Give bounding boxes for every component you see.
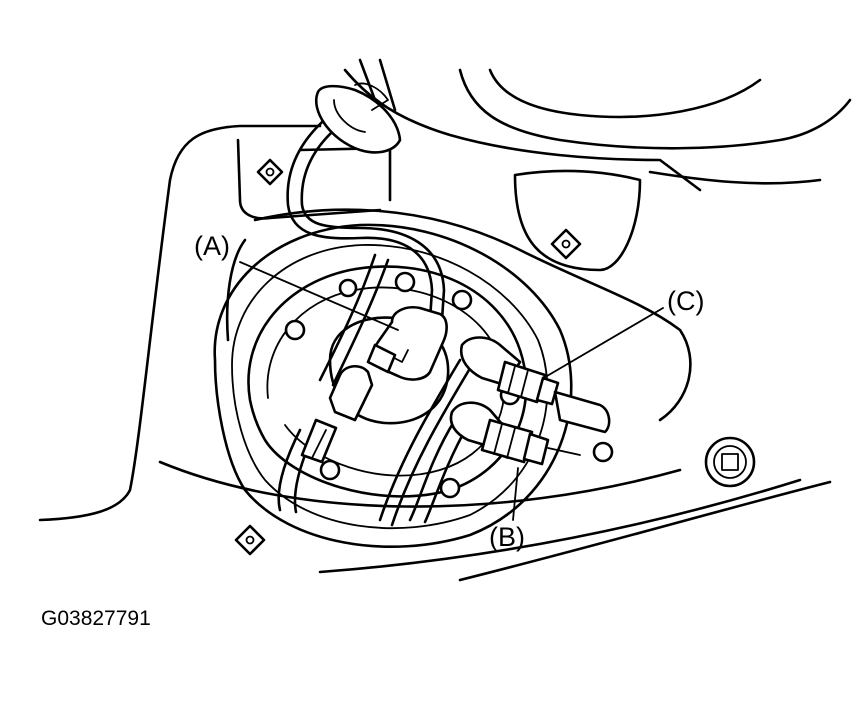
callout-label-b: (B) — [489, 522, 525, 552]
quick-connector-b — [449, 401, 581, 466]
leader-line-b — [512, 467, 519, 521]
reference-mark-icons — [234, 158, 582, 556]
callout-label-a: (A) — [194, 231, 230, 261]
wiring-harness — [286, 58, 446, 322]
body-panel-outline — [38, 68, 852, 582]
leader-line-a — [239, 261, 399, 331]
grommet-plug — [704, 436, 756, 488]
leader-line-c — [546, 307, 664, 377]
callout-label-c: (C) — [667, 286, 704, 316]
electrical-connector-a — [366, 306, 448, 381]
callout-leaders — [239, 261, 664, 521]
quick-connector-c — [459, 336, 611, 434]
figure-code: G03827791 — [41, 607, 151, 630]
fuel-pipes — [277, 253, 474, 527]
